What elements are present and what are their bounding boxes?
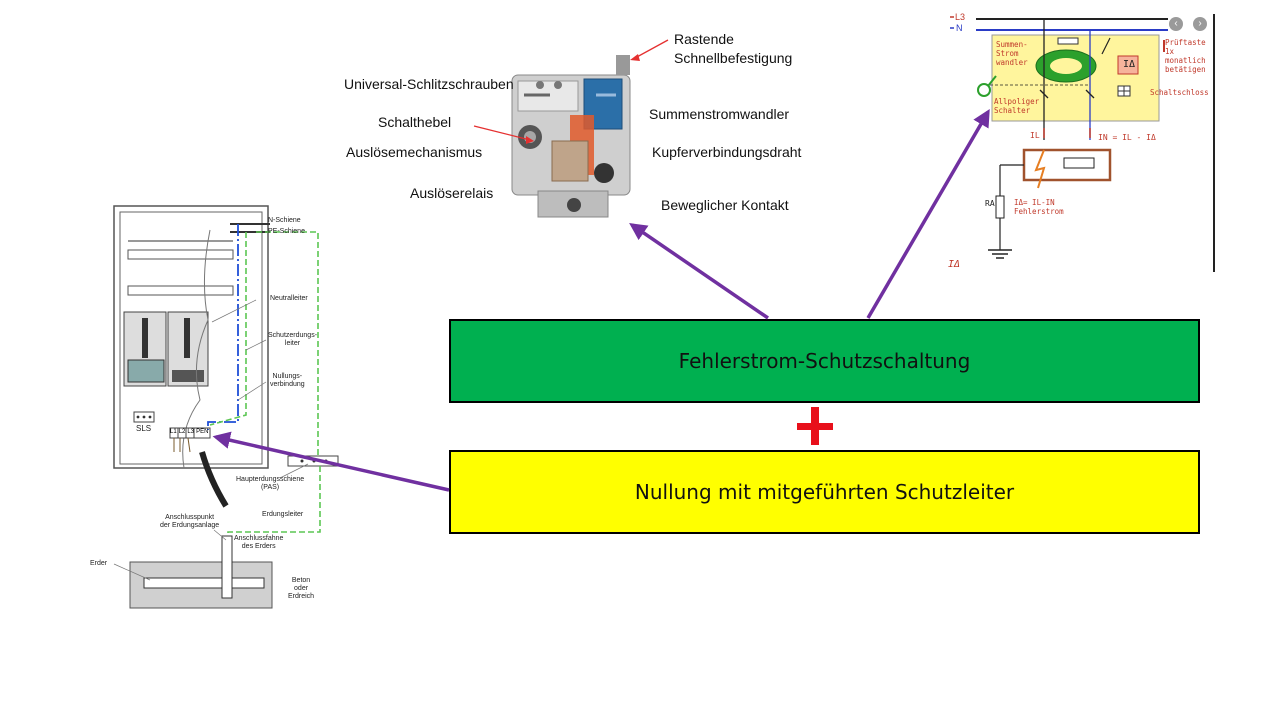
nullung-box: Nullung mit mitgeführten Schutzleiter — [449, 450, 1200, 534]
in-eq-label: IN = IL - IΔ — [1098, 133, 1156, 142]
anschlusspunkt-label: Anschlusspunkt der Erdungsanlage — [160, 514, 220, 529]
ia-relay-label: IΔ — [1123, 59, 1136, 70]
terminal-l3: L3 — [187, 429, 195, 435]
beton-label: Beton oder Erdreich — [288, 577, 315, 600]
next-icon[interactable]: › — [1193, 17, 1207, 31]
kontakt-label: Beweglicher Kontakt — [661, 197, 789, 213]
nullung-box-label: Nullung mit mitgeführten Schutzleiter — [634, 480, 1015, 504]
schutzerdung-label: Schutzerdungs- leiter — [268, 332, 318, 347]
sls-label: SLS — [136, 424, 152, 433]
pruef-label: Prüftaste 1x monatlich betätigen — [1165, 38, 1206, 74]
allpoliger-label: Allpoliger Schalter — [994, 97, 1040, 115]
il-label: IL — [1030, 131, 1040, 140]
l3-label: L3 — [955, 12, 966, 22]
schaltschloss-label: Schaltschloss — [1150, 88, 1209, 97]
terminal-l1: L1 — [170, 429, 177, 435]
n-schiene-label: N-Schiene — [268, 217, 301, 224]
nullung-label: Nullungs- verbindung — [270, 373, 305, 388]
ra-label: RA — [985, 199, 995, 208]
fehlerstrom-box: Fehlerstrom-Schutzschaltung — [449, 319, 1200, 403]
anschlussfahne-label: Anschlussfahne des Erders — [234, 535, 284, 550]
arrow-to-rcd — [629, 223, 769, 320]
fehler-label: IΔ= IL-IN Fehlerstrom — [1014, 198, 1064, 216]
schlitzschrauben-label: Universal-Schlitzschrauben — [344, 76, 514, 92]
terminal-pen: PEN — [196, 429, 209, 435]
ausloesemechanismus-label: Auslösemechanismus — [346, 144, 483, 160]
n-label: N — [956, 23, 963, 33]
prev-icon[interactable]: ‹ — [1169, 17, 1183, 31]
ia-bottom-label: IΔ — [948, 259, 961, 270]
erder-label: Erder — [90, 560, 108, 567]
summenstromwandler-label: Summenstromwandler — [649, 106, 790, 122]
terminal-labels: L1 L2 L3 PEN — [170, 429, 208, 435]
arrow-to-circuit — [866, 108, 990, 319]
kupfer-label: Kupferverbindungsdraht — [652, 144, 802, 160]
summen-label: Summen- Strom wandler — [996, 40, 1028, 67]
pas-label: Haupterdungsschiene (PAS) — [236, 476, 305, 491]
terminal-l2: L2 — [178, 429, 186, 435]
schalthebel-label: Schalthebel — [378, 114, 452, 130]
plus-icon-bar — [797, 423, 833, 430]
ausloeserelais-label: Auslöserelais — [410, 185, 494, 201]
rastende-label: Rastende Schnellbefestigung — [674, 31, 793, 66]
pe-schiene-label: PE-Schiene — [268, 228, 305, 235]
fehlerstrom-box-label: Fehlerstrom-Schutzschaltung — [678, 349, 971, 373]
erdungsleiter-label: Erdungsleiter — [262, 511, 304, 518]
arrow-to-pen — [212, 431, 450, 492]
neutralleiter-label: Neutralleiter — [270, 295, 308, 302]
